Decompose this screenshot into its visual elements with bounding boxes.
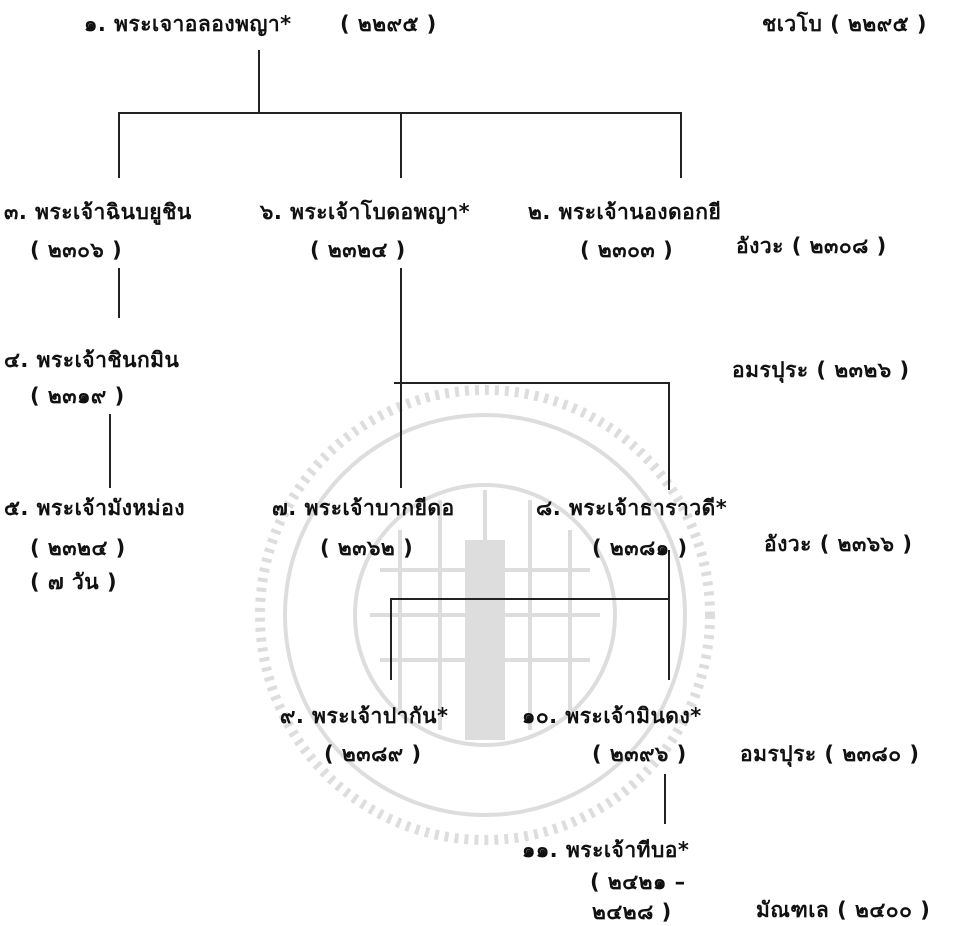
king-8-reign: ( ๒๓๘๑ ) <box>592 536 688 560</box>
king-1-name: ๑. พระเจาอลองพญา* <box>84 12 292 36</box>
king-5-reign: ( ๒๓๒๔ ) <box>30 536 126 560</box>
king-11-name: ๑๑. พระเจ้าทีบอ* <box>522 838 690 862</box>
connector-line <box>118 268 120 318</box>
king-6-name: ๖. พระเจ้าโบดอพญา* <box>260 200 471 224</box>
king-5-note: ( ๗ วัน ) <box>30 570 118 594</box>
king-5-name: ๕. พระเจ้ามังหม่อง <box>4 496 186 520</box>
connector-line <box>390 598 392 680</box>
king-7-reign: ( ๒๓๖๒ ) <box>320 536 414 560</box>
king-10-name: ๑๐. พระเจ้ามินดง* <box>522 704 702 728</box>
connector-line <box>390 598 668 600</box>
capital-label: มัณฑเล ( ๒๔๐๐ ) <box>756 898 931 922</box>
connector-line <box>109 414 111 488</box>
king-6-reign: ( ๒๓๒๔ ) <box>310 238 406 262</box>
king-2-reign: ( ๒๓๐๓ ) <box>580 238 674 262</box>
king-4-reign: ( ๒๓๑๙ ) <box>30 384 125 408</box>
king-11-reign-start: ( ๒๔๒๑ – <box>590 870 686 894</box>
connector-line <box>668 550 670 680</box>
king-1-reign: ( ๒๒๙๕ ) <box>340 12 437 36</box>
connector-line <box>668 382 670 490</box>
connector-line <box>664 774 666 824</box>
king-3-name: ๓. พระเจ้าฉินบยูชิน <box>4 200 192 224</box>
king-8-name: ๘. พระเจ้าธาราวดี* <box>536 496 728 520</box>
connector-line <box>394 382 669 384</box>
king-10-reign: ( ๒๓๙๖ ) <box>592 742 687 766</box>
capital-label: อมรปุระ ( ๒๓๘๐ ) <box>740 742 920 766</box>
connector-line <box>400 268 402 488</box>
king-9-name: ๙. พระเจ้าปากัน* <box>280 704 449 728</box>
king-3-reign: ( ๒๓๐๖ ) <box>30 238 123 262</box>
king-2-name: ๒. พระเจ้านองดอกยี <box>528 200 722 224</box>
connector-line <box>118 112 120 178</box>
king-4-name: ๔. พระเจ้าชินกมิน <box>4 348 180 372</box>
connector-line <box>680 112 682 178</box>
university-seal-watermark <box>255 385 715 845</box>
connector-line <box>258 50 260 112</box>
capital-label: อังวะ ( ๒๓๖๖ ) <box>764 532 913 556</box>
connector-line <box>118 112 681 114</box>
capital-label: อังวะ ( ๒๓๐๘ ) <box>736 234 887 258</box>
connector-line <box>400 112 402 178</box>
king-9-reign: ( ๒๓๘๙ ) <box>324 742 422 766</box>
king-11-reign-end: ๒๔๒๘ ) <box>592 900 672 924</box>
capital-label: อมรปุระ ( ๒๓๒๖ ) <box>732 358 910 382</box>
king-7-name: ๗. พระเจ้าบากยีดอ <box>272 496 455 520</box>
capital-label: ชเวโบ ( ๒๒๙๕ ) <box>762 12 927 36</box>
